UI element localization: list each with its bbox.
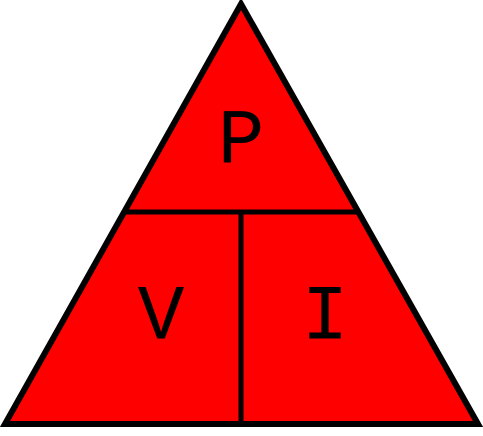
- power-label: P: [218, 99, 265, 187]
- current-label: I: [302, 275, 349, 363]
- voltage-label: V: [138, 275, 185, 363]
